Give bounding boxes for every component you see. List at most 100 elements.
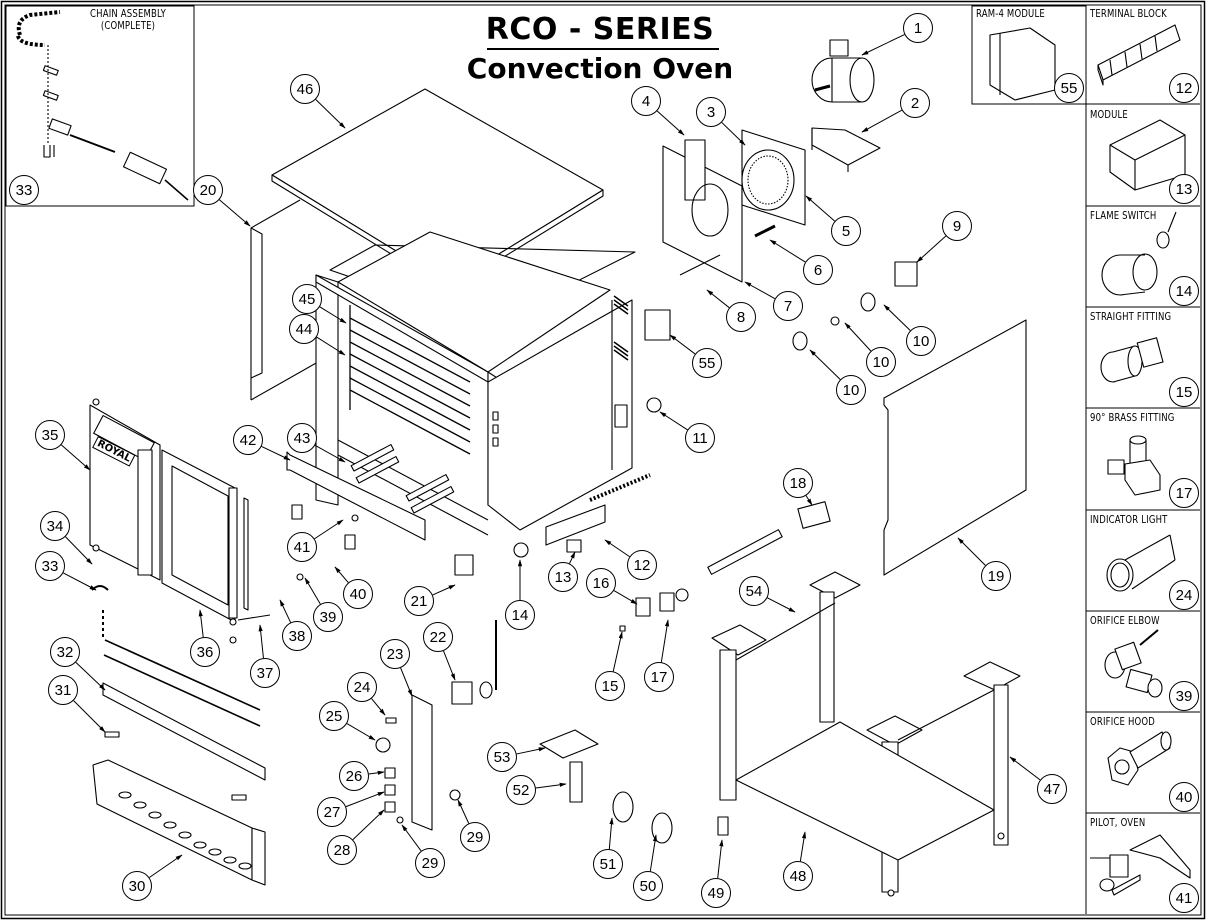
callout-part-53: 53 xyxy=(487,742,517,772)
leader-line-11 xyxy=(659,411,688,431)
inset-label-orifice-hood: ORIFICE HOOD xyxy=(1090,716,1155,728)
oven-body-drawing xyxy=(315,231,633,536)
leader-line-33 xyxy=(63,572,97,591)
leader-line-55 xyxy=(669,334,696,355)
leader-line-29 xyxy=(401,824,422,852)
callout-part-52: 52 xyxy=(506,775,536,805)
callout-part-23: 23 xyxy=(380,639,410,669)
leader-line-26 xyxy=(368,770,385,775)
diagram-subtitle: Convection Oven xyxy=(466,52,734,85)
title-underline xyxy=(487,48,719,50)
leader-line-10 xyxy=(883,304,911,331)
leader-line-12 xyxy=(604,539,630,558)
callout-part-5: 5 xyxy=(831,216,861,246)
side-panel-left-drawing xyxy=(250,199,326,401)
leader-line-54 xyxy=(767,597,796,613)
callout-part-54: 54 xyxy=(739,576,769,606)
callout-part-28: 28 xyxy=(327,835,357,865)
leader-line-25 xyxy=(346,723,376,741)
callout-inset-40: 40 xyxy=(1169,782,1199,812)
part-10a-drawing xyxy=(860,292,876,312)
callout-part-8: 8 xyxy=(726,302,756,332)
callout-inset-12: 12 xyxy=(1169,73,1199,103)
callout-inset-41: 41 xyxy=(1169,883,1199,913)
leader-line-4 xyxy=(656,110,685,136)
leader-line-3 xyxy=(721,122,746,146)
inset-label-orifice-elbow: ORIFICE ELBOW xyxy=(1090,615,1160,627)
kick-plate-drawing xyxy=(92,759,266,886)
callout-inset-15: 15 xyxy=(1169,377,1199,407)
callout-part-32: 32 xyxy=(50,637,80,667)
leader-line-7 xyxy=(744,281,776,300)
callout-part-29: 29 xyxy=(415,848,445,878)
callout-part-41: 41 xyxy=(287,532,317,562)
inset-orifice-hood-drawing xyxy=(1107,731,1172,786)
blower-motor-drawing xyxy=(811,39,875,103)
callout-part-4: 4 xyxy=(631,86,661,116)
inset-label-pilot-oven: PILOT, OVEN xyxy=(1090,817,1146,829)
callout-part-25: 25 xyxy=(319,701,349,731)
leader-line-15 xyxy=(612,631,623,672)
callout-part-22: 22 xyxy=(423,622,453,652)
control-panel-drawing xyxy=(375,694,461,831)
inset-label-straight-fitting: STRAIGHT FITTING xyxy=(1090,311,1172,323)
leader-line-32 xyxy=(75,661,106,691)
part-10b-drawing xyxy=(830,316,840,326)
callout-part-11: 11 xyxy=(685,423,715,453)
callout-part-39: 39 xyxy=(313,602,343,632)
leader-line-38 xyxy=(279,599,292,623)
callout-part-50: 50 xyxy=(633,871,663,901)
callout-inset-13: 13 xyxy=(1169,174,1199,204)
leader-line-17 xyxy=(660,619,670,663)
inset-label-chain-assembly: CHAIN ASSEMBLY (COMPLETE) xyxy=(90,8,167,32)
callout-part-33: 33 xyxy=(35,551,65,581)
callout-part-20: 20 xyxy=(193,175,223,205)
callout-part-43: 43 xyxy=(287,423,317,453)
leader-line-22 xyxy=(443,650,456,681)
chain-assembly-drawing xyxy=(16,10,189,201)
callout-part-24: 24 xyxy=(347,672,377,702)
inset-box-chain xyxy=(5,5,195,207)
leader-line-44 xyxy=(316,336,346,356)
callout-part-2: 2 xyxy=(900,88,930,118)
callout-inset-39: 39 xyxy=(1169,681,1199,711)
callout-part-10: 10 xyxy=(836,375,866,405)
leader-line-18 xyxy=(805,495,813,506)
callout-part-16: 16 xyxy=(586,568,616,598)
inset-ram4-drawing xyxy=(989,27,1056,101)
callout-part-12: 12 xyxy=(627,550,657,580)
inset-label-module: MODULE xyxy=(1090,109,1128,121)
callout-part-27: 27 xyxy=(317,797,347,827)
callout-part-47: 47 xyxy=(1037,774,1067,804)
leader-line-24 xyxy=(371,698,386,716)
callout-part-15: 15 xyxy=(595,671,625,701)
callout-part-44: 44 xyxy=(289,314,319,344)
part-10c-drawing xyxy=(792,331,808,351)
callout-part-37: 37 xyxy=(250,658,280,688)
leader-line-40 xyxy=(334,566,349,583)
callout-part-7: 7 xyxy=(773,291,803,321)
inset-orifice-elbow-drawing xyxy=(1104,629,1163,698)
callout-part-48: 48 xyxy=(783,861,813,891)
callout-part-40: 40 xyxy=(343,579,373,609)
leader-line-10 xyxy=(844,322,872,352)
leader-line-20 xyxy=(219,199,251,227)
box-9-drawing xyxy=(894,261,918,287)
leader-line-35 xyxy=(60,444,91,471)
callout-part-21: 21 xyxy=(404,586,434,616)
leader-line-10 xyxy=(809,349,841,380)
leader-line-46 xyxy=(315,99,346,129)
callout-part-19: 19 xyxy=(981,561,1011,591)
inset-flame-switch-drawing xyxy=(1101,211,1177,296)
leader-line-48 xyxy=(799,831,807,862)
leader-line-16 xyxy=(613,590,638,605)
side-panel-right-drawing xyxy=(883,319,1027,576)
door-rod-assembly-drawing xyxy=(91,585,266,801)
leader-line-53 xyxy=(516,747,546,755)
leader-line-21 xyxy=(432,584,456,596)
callout-part-46: 46 xyxy=(290,74,320,104)
leader-line-41 xyxy=(314,519,344,540)
leader-line-23 xyxy=(400,667,413,697)
inset-indicator-light-drawing xyxy=(1106,534,1176,592)
